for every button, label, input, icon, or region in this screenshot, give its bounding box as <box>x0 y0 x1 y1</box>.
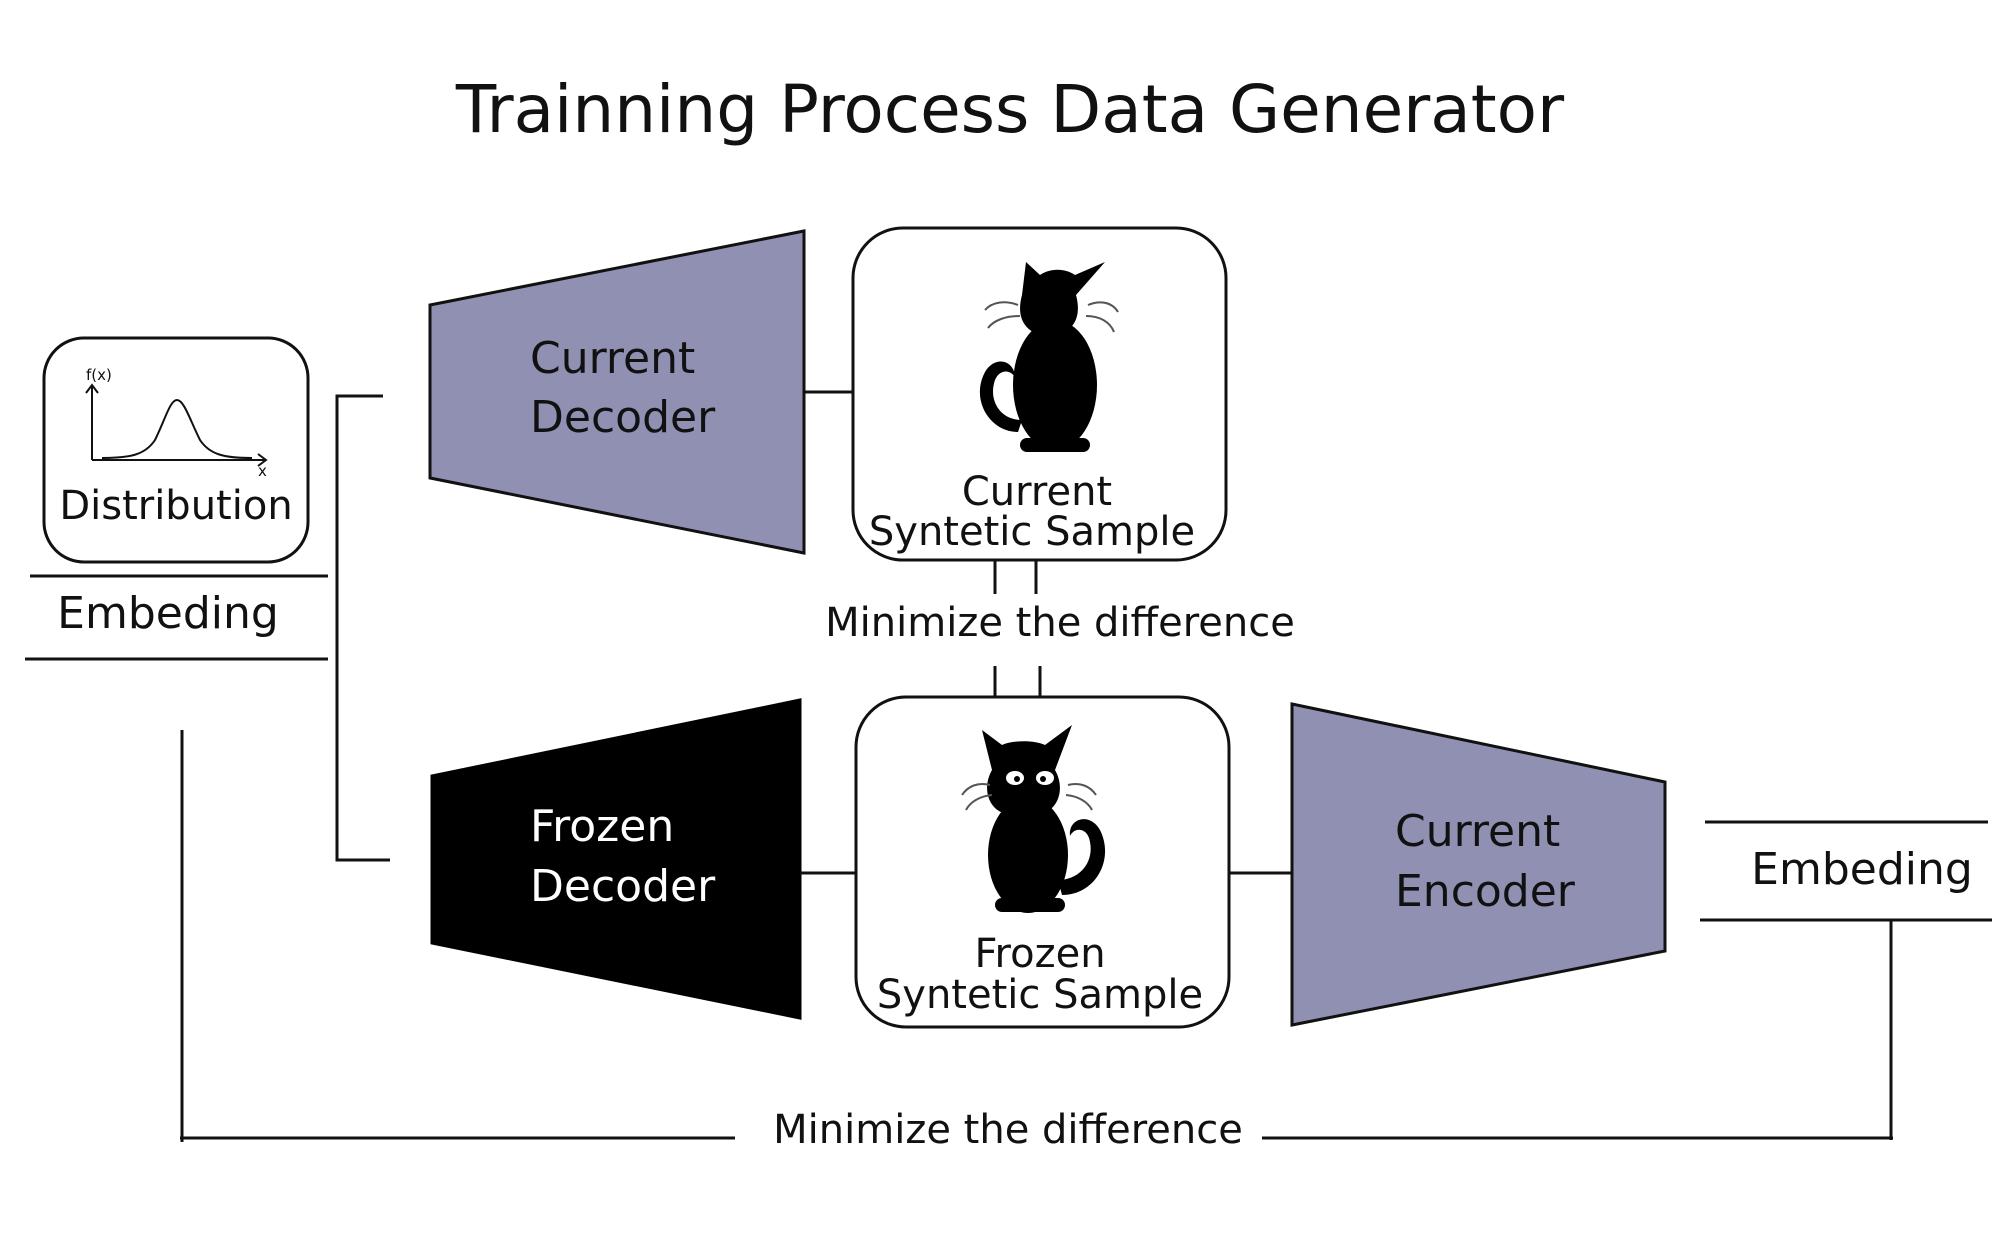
cat-icon <box>979 262 1119 452</box>
frozen-sample-label-line2: Syntetic Sample <box>877 972 1203 1018</box>
embedding-left-label: Embeding <box>57 588 279 639</box>
embedding-right: Embeding <box>1700 820 1992 922</box>
cat-icon <box>961 725 1106 913</box>
embedding-right-label: Embeding <box>1751 844 1973 895</box>
distribution-curve-icon <box>85 383 268 467</box>
frozen-sample-label-line1: Frozen <box>974 931 1105 977</box>
sample-comparison-connector <box>993 560 1042 697</box>
frozen-decoder-label-line2: Decoder <box>530 861 716 912</box>
current-encoder-label-line2: Encoder <box>1395 866 1576 917</box>
current-sample-label-line1: Current <box>962 469 1112 515</box>
diagram-title: Trainning Process Data Generator <box>455 71 1565 148</box>
embedding-comparison-connector <box>180 730 1893 1142</box>
current-encoder-label-line1: Current <box>1395 806 1560 857</box>
current-sample-label-line2: Syntetic Sample <box>869 509 1195 555</box>
current-encoder: Current Encoder <box>1290 702 1667 1027</box>
current-decoder-label-line2: Decoder <box>530 392 716 443</box>
distribution-x-axis-label: x <box>258 462 267 480</box>
current-sample-box: Current Syntetic Sample <box>851 226 1228 562</box>
distribution-y-axis-label: f(x) <box>86 366 112 384</box>
frozen-decoder: Frozen Decoder <box>430 698 802 1020</box>
current-decoder-label-line1: Current <box>530 333 695 384</box>
current-decoder: Current Decoder <box>428 229 806 555</box>
minimize-difference-bottom-label: Minimize the difference <box>773 1107 1243 1153</box>
embedding-to-decoders-connector <box>335 394 390 862</box>
distribution-box: f(x) x Distribution <box>42 336 310 564</box>
distribution-label: Distribution <box>59 483 292 529</box>
frozen-decoder-label-line1: Frozen <box>530 801 674 852</box>
embedding-left: Embeding <box>25 574 328 661</box>
minimize-difference-top-label: Minimize the difference <box>825 600 1295 646</box>
frozen-sample-box: Frozen Syntetic Sample <box>854 695 1231 1029</box>
